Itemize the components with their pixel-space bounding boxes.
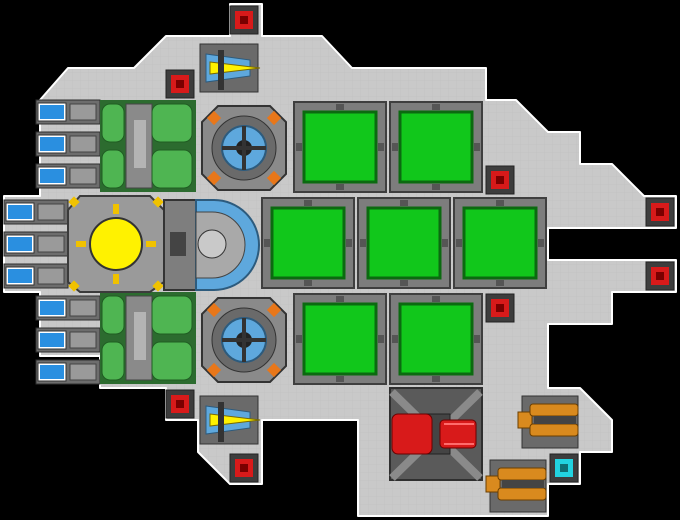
reactor[interactable] — [67, 195, 165, 293]
cockpit[interactable] — [163, 199, 260, 291]
reactor-core-icon — [89, 217, 143, 271]
cargo-bay[interactable] — [293, 101, 387, 193]
thruster[interactable] — [3, 231, 69, 257]
cargo-bay[interactable] — [389, 101, 483, 193]
red-turret[interactable] — [645, 261, 675, 291]
cargo-bay[interactable] — [261, 197, 355, 289]
thruster-group — [3, 99, 101, 385]
gyroscope-top[interactable] — [201, 105, 287, 191]
missile-launcher-bottom[interactable] — [199, 395, 261, 445]
fuel-tank-bottom[interactable] — [100, 292, 196, 384]
red-turret[interactable] — [165, 69, 195, 99]
red-turret[interactable] — [229, 5, 259, 35]
red-turret[interactable] — [165, 389, 195, 419]
thruster[interactable] — [35, 99, 101, 125]
fuel-tank-top[interactable] — [100, 100, 196, 192]
gold-cannon[interactable] — [485, 459, 547, 513]
cargo-bay[interactable] — [389, 293, 483, 385]
thruster[interactable] — [3, 263, 69, 289]
gyroscope-bottom[interactable] — [201, 297, 287, 383]
heavy-turret[interactable] — [389, 387, 483, 481]
thruster[interactable] — [3, 199, 69, 225]
red-turret[interactable] — [645, 197, 675, 227]
red-turret[interactable] — [229, 453, 259, 483]
thruster[interactable] — [35, 359, 101, 385]
thruster[interactable] — [35, 131, 101, 157]
red-turret[interactable] — [485, 293, 515, 323]
cargo-bay[interactable] — [293, 293, 387, 385]
thruster[interactable] — [35, 327, 101, 353]
cyan-node[interactable] — [549, 453, 579, 483]
gold-cannon[interactable] — [517, 395, 579, 449]
cargo-bay[interactable] — [357, 197, 451, 289]
cargo-bay-group — [261, 101, 547, 385]
red-turret[interactable] — [485, 165, 515, 195]
gold-cannon-group — [485, 395, 579, 513]
red-turret-group — [165, 5, 675, 483]
thruster[interactable] — [35, 163, 101, 189]
missile-launcher-top[interactable] — [199, 43, 261, 93]
thruster[interactable] — [35, 295, 101, 321]
cargo-bay[interactable] — [453, 197, 547, 289]
